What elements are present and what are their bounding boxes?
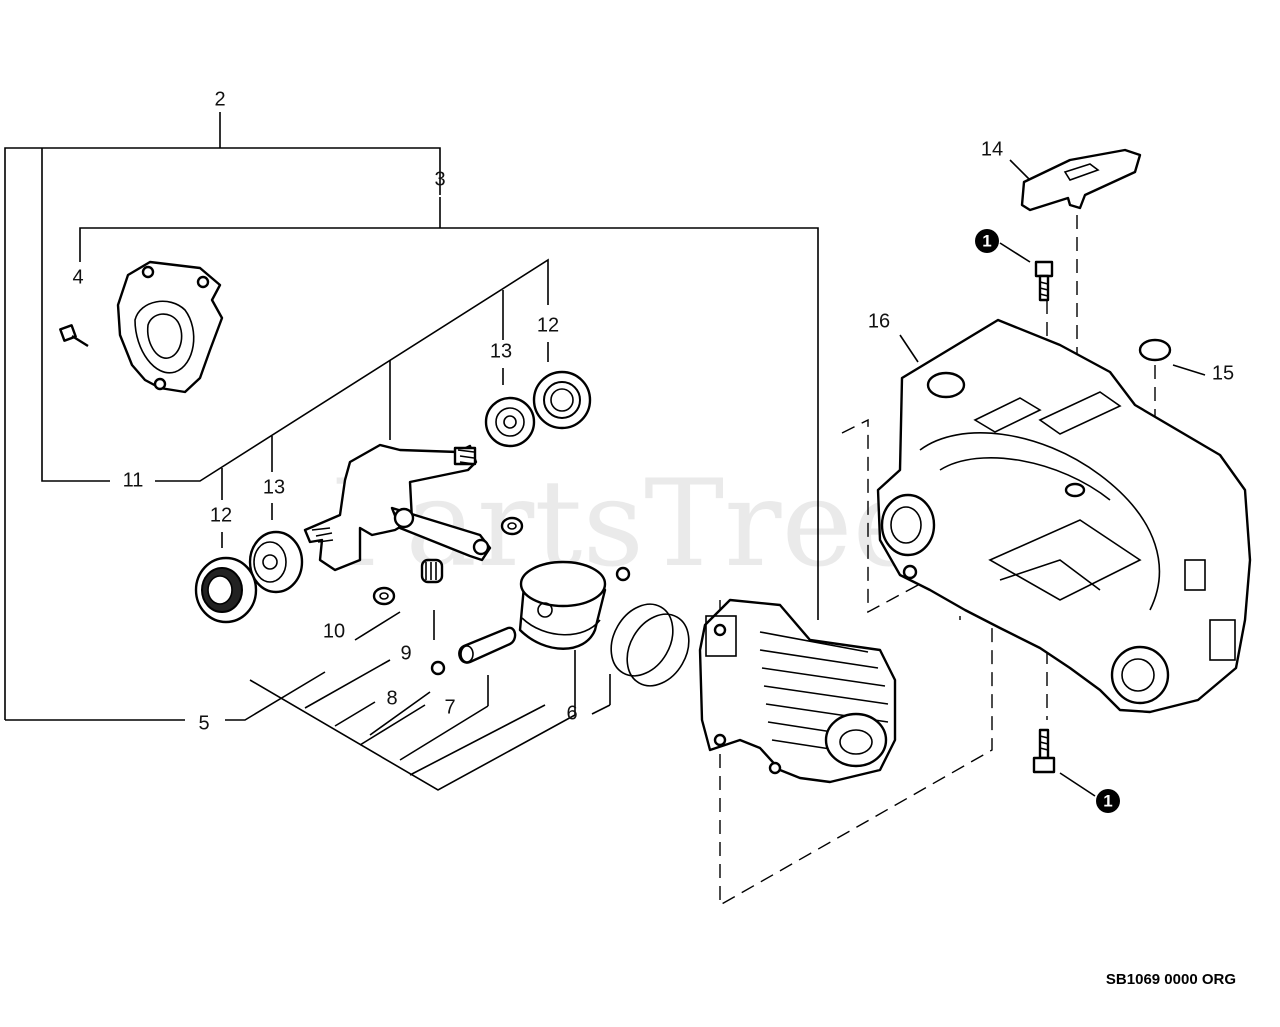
- crankcase-cover-part: [116, 260, 224, 394]
- callout-labels: 2 3 4 12 13 11 13 12 10 9 8 7 6 5 14 15 …: [72, 88, 1234, 813]
- callout-13-bottom: 13: [263, 476, 285, 498]
- clip-part-upper: [615, 566, 631, 582]
- leader-lines: [4, 112, 1206, 797]
- callout-11: 11: [123, 469, 144, 491]
- callout-2: 2: [214, 88, 225, 110]
- piston-part-6: [518, 560, 607, 650]
- callout-7: 7: [444, 696, 455, 718]
- bearing-part-13b: [248, 530, 304, 594]
- crankcase-part-16: [876, 318, 1252, 714]
- crankshaft-part: [303, 443, 492, 572]
- callout-1-top: 1: [975, 229, 999, 253]
- callout-13-top: 13: [490, 340, 512, 362]
- callout-1-bottom-label: 1: [1103, 791, 1112, 810]
- bolt-part-bottom: [1032, 728, 1056, 774]
- callout-8: 8: [386, 687, 397, 709]
- callout-14: 14: [981, 138, 1003, 160]
- reference-code: SB1069 0000 ORG: [1106, 971, 1236, 988]
- callout-1-bottom: 1: [1096, 789, 1120, 813]
- callout-3: 3: [434, 168, 445, 190]
- piston-rings-part: [610, 603, 690, 687]
- seal-part-12a: [532, 370, 592, 430]
- callout-4: 4: [72, 266, 83, 288]
- washer-part-10: [372, 586, 396, 606]
- callout-10: 10: [323, 620, 345, 642]
- callout-15: 15: [1212, 362, 1234, 384]
- callout-6: 6: [566, 702, 577, 724]
- callout-5: 5: [198, 712, 209, 734]
- small-washer-part: [500, 516, 524, 536]
- bolt-part-top: [1034, 260, 1054, 302]
- seal-part-12b: [194, 556, 258, 624]
- cylinder-part: [698, 598, 897, 784]
- plug-part-15: [1138, 338, 1172, 362]
- callout-9: 9: [400, 642, 411, 664]
- callout-16: 16: [868, 310, 890, 332]
- piston-pin-part-7: [458, 626, 517, 664]
- needle-bearing-part-9: [420, 558, 444, 584]
- svg-text:1: 1: [982, 231, 991, 250]
- callout-12-top: 12: [537, 314, 559, 336]
- screw-part-4: [59, 324, 89, 348]
- bearing-part-13a: [484, 396, 536, 448]
- handle-cap-part-14: [1020, 148, 1142, 212]
- callout-12-bottom: 12: [210, 504, 232, 526]
- clip-part-8: [430, 660, 446, 676]
